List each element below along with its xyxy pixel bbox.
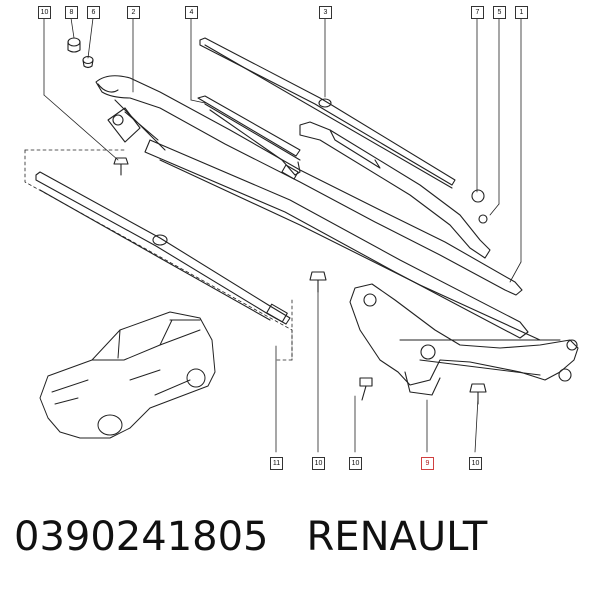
wiper-blade-long (35, 171, 291, 325)
callout-4: 4 (185, 6, 198, 19)
bolt-10-top (113, 157, 129, 176)
callout-10-bottom-1: 10 (312, 457, 325, 470)
callout-11: 11 (270, 457, 283, 470)
car-illustration (39, 311, 216, 439)
callout-10-bottom-3: 10 (469, 457, 482, 470)
leader-lines (43, 17, 522, 453)
callout-5: 5 (493, 6, 506, 19)
callout-8: 8 (65, 6, 78, 19)
exploded-view-drawing (24, 17, 579, 453)
callout-9-highlighted: 9 (421, 457, 434, 470)
part-number: 0390241805 (14, 514, 269, 560)
nut-8 (67, 37, 81, 53)
callout-6: 6 (87, 6, 100, 19)
blade-bracket (24, 149, 293, 361)
left-wiper-arm (299, 121, 491, 259)
callout-3: 3 (319, 6, 332, 19)
callout-10-top: 10 (38, 6, 51, 19)
callout-10-bottom-2: 10 (349, 457, 362, 470)
callout-7: 7 (471, 6, 484, 19)
bolt-10-b3 (469, 383, 487, 405)
right-wiper-arm (95, 75, 523, 296)
wiper-motor-linkage (349, 283, 579, 396)
bolt-10-b1 (309, 271, 327, 293)
brand-name: RENAULT (306, 514, 488, 560)
callout-2: 2 (127, 6, 140, 19)
callout-1: 1 (515, 6, 528, 19)
left-arm-rod (144, 139, 541, 341)
part-caption: 0390241805 RENAULT (14, 514, 487, 560)
wiper-blade-3 (199, 37, 456, 189)
wiper-blade-4 (197, 95, 301, 180)
bolt-10-b2 (359, 377, 373, 401)
nut-6 (82, 55, 94, 69)
